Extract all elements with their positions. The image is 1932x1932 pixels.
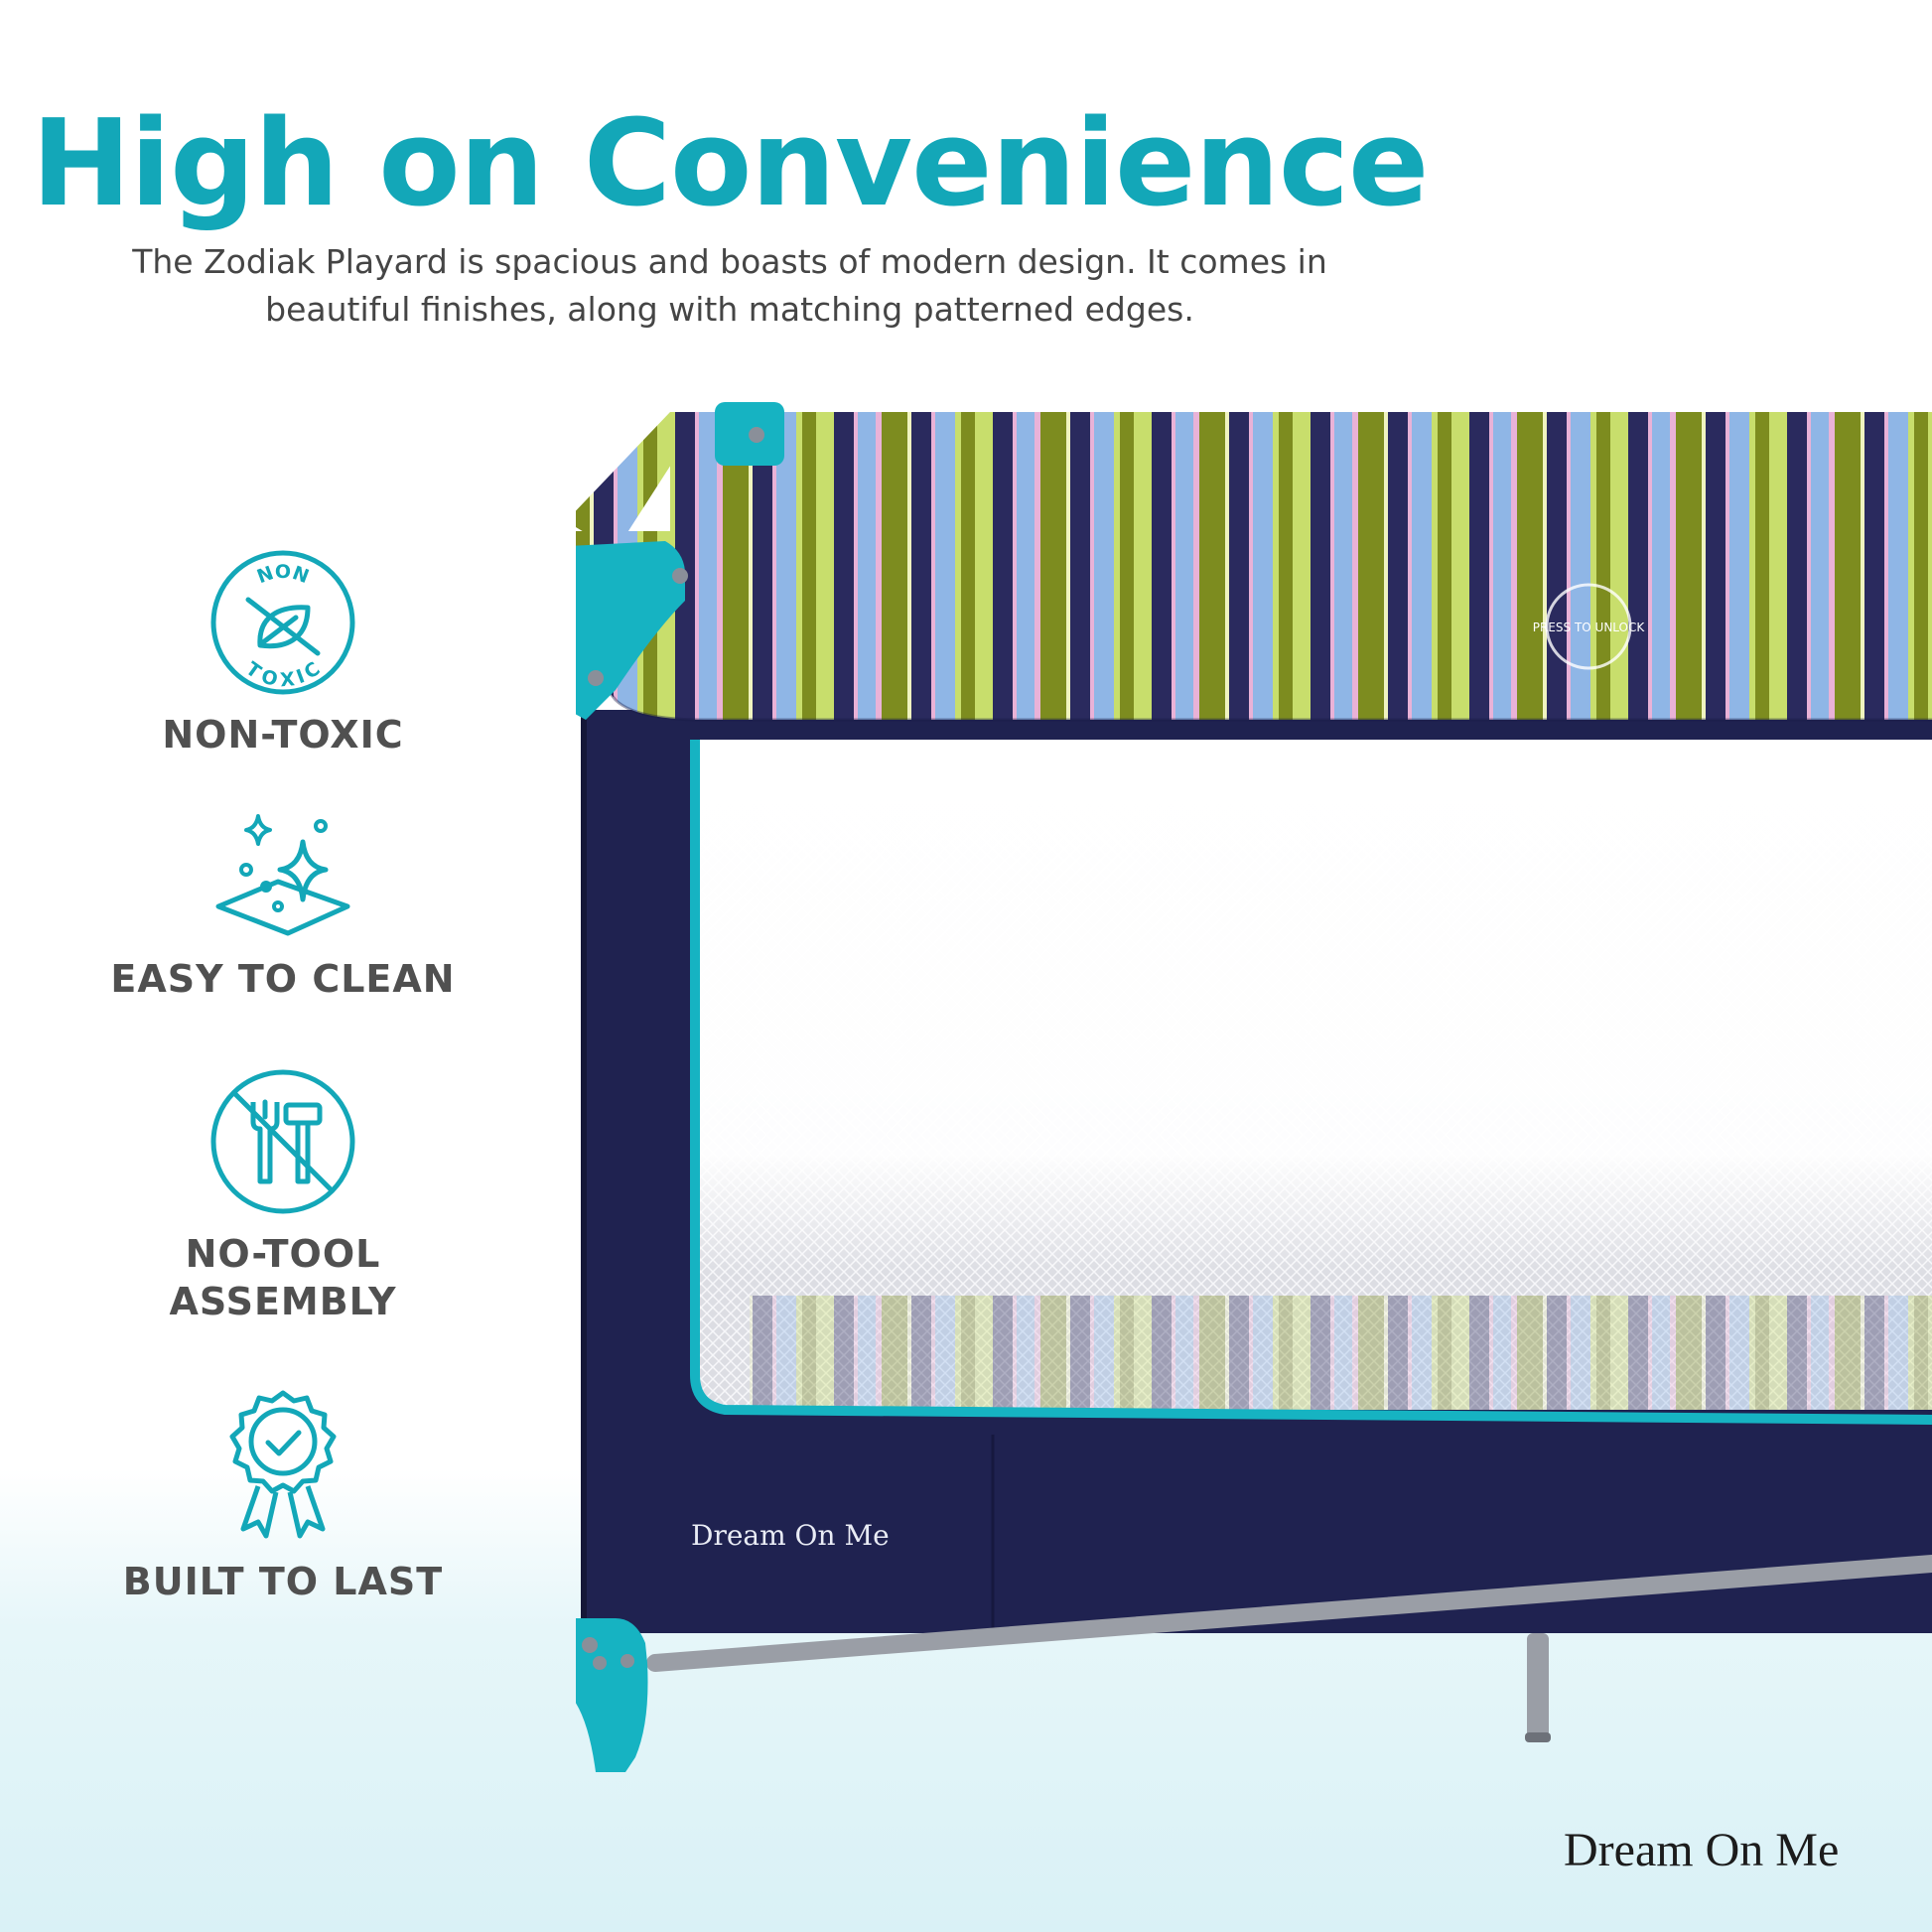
page-subtitle: The Zodiak Playard is spacious and boast… [132, 242, 1327, 329]
feature-label: NO-TOOL ASSEMBLY [169, 1232, 397, 1323]
press-to-unlock-label: PRESS TO UNLOCK [1533, 621, 1646, 634]
sparkle-surface-icon [215, 814, 350, 936]
product-brand-logo: Dream On Me [691, 1519, 890, 1552]
page-title: High on Convenience [31, 95, 1430, 233]
feature-label: EASY TO CLEAN [110, 957, 456, 1001]
feature-no-tool-assembly: NO-TOOL ASSEMBLY [109, 1067, 457, 1325]
feature-easy-to-clean: EASY TO CLEAN [109, 812, 457, 1003]
no-tools-icon [210, 1069, 355, 1214]
feature-non-toxic: NON TOXIC NON-TOXIC [109, 548, 457, 759]
feature-label: BUILT TO LAST [122, 1560, 444, 1603]
feature-label: NON-TOXIC [162, 713, 404, 757]
brand-logo: Dream On Me [1564, 1824, 1840, 1876]
svg-text:NON: NON [254, 561, 312, 588]
feature-built-to-last: BUILT TO LAST [109, 1385, 457, 1605]
award-ribbon-icon [229, 1390, 337, 1539]
non-toxic-leaf-icon: NON TOXIC [210, 550, 355, 695]
playard-illustration: PRESS TO UNLOCK [576, 402, 1932, 1772]
badge-text-top: NON [254, 561, 312, 588]
